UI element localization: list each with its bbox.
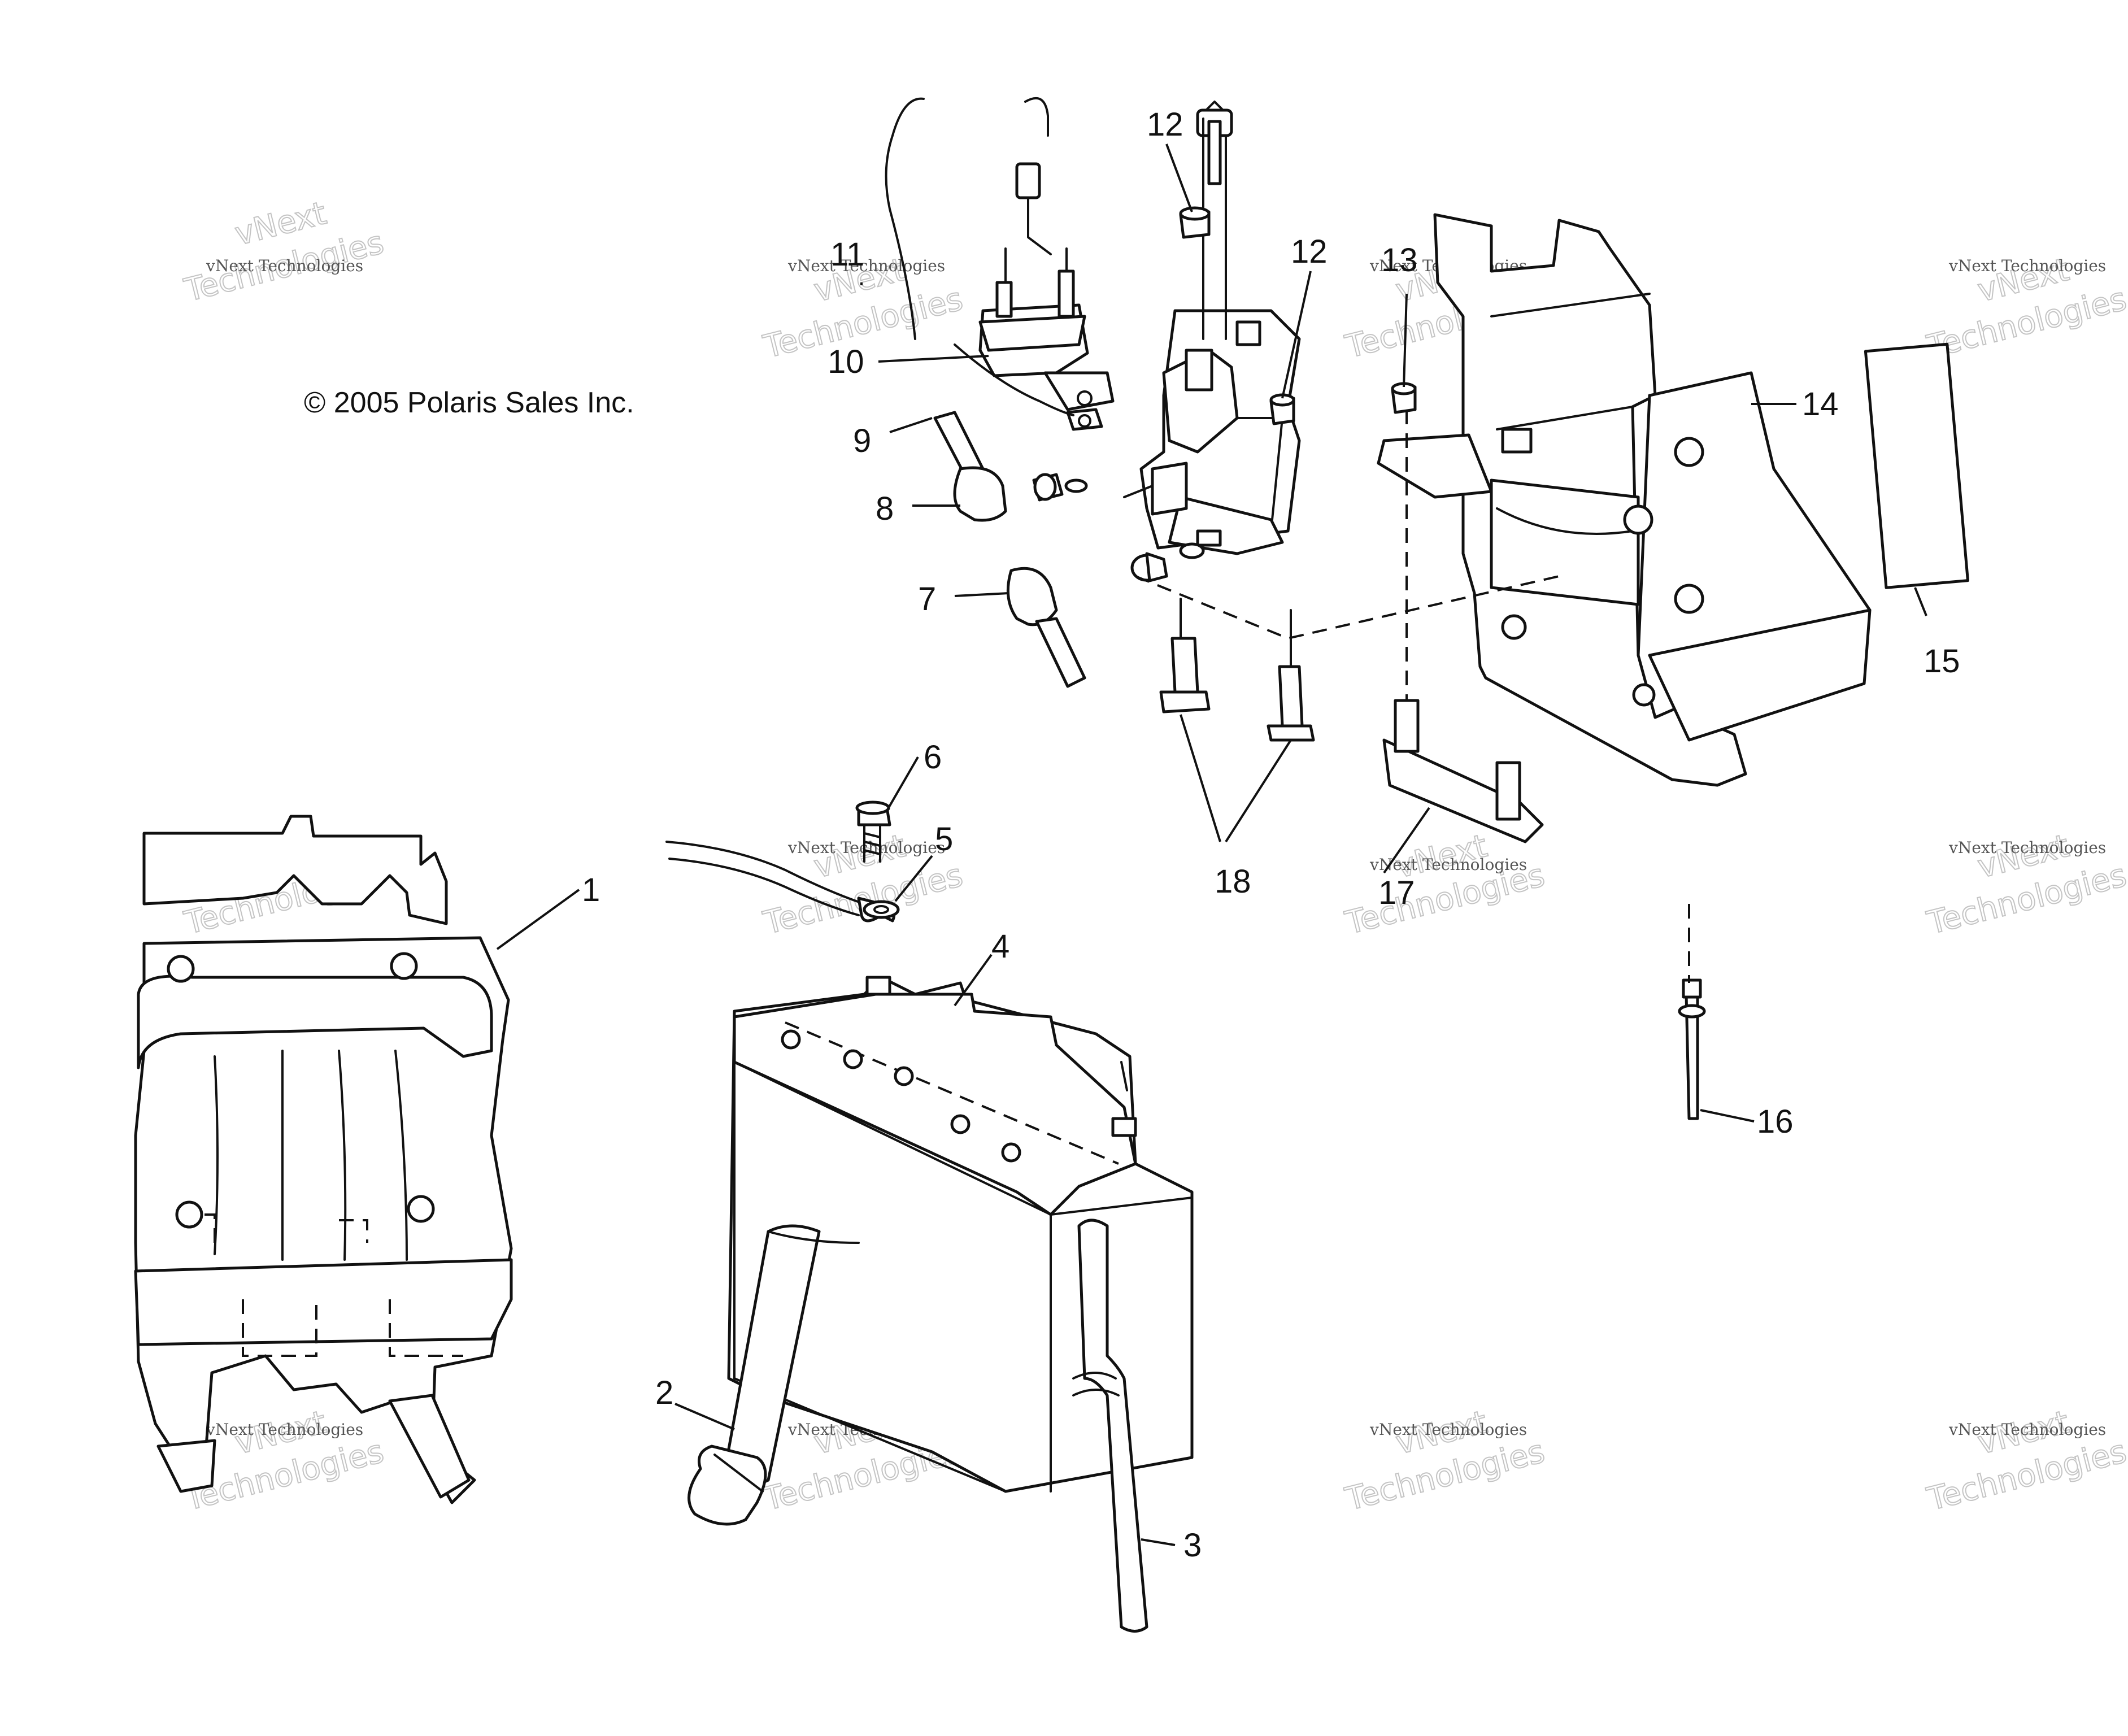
battery [727, 976, 1194, 1493]
nut-12-right [1269, 393, 1295, 425]
watermark-small: vNext Technologies [1948, 256, 2106, 275]
callout-17: 17 [1378, 874, 1415, 911]
callout-6: 6 [924, 739, 942, 776]
solenoid-lead-wire [1196, 101, 1233, 340]
bracket-plate [1382, 699, 1544, 843]
callout-8: 8 [876, 490, 894, 527]
copyright-text: © 2005 Polaris Sales Inc. [304, 386, 634, 419]
callout-16: 16 [1757, 1103, 1794, 1140]
battery-holder [134, 815, 513, 1504]
watermark-small: vNext Technologies [1948, 1420, 2106, 1439]
callout-9: 9 [853, 423, 871, 459]
callout-10: 10 [828, 343, 864, 380]
callout-14: 14 [1802, 386, 1839, 423]
guide-lines [1135, 410, 1690, 983]
watermark-small: vNext Technologies [206, 256, 363, 275]
callout-15: 15 [1924, 643, 1960, 680]
negative-cable [687, 1224, 860, 1526]
callout-13: 13 [1381, 242, 1418, 279]
callout-2: 2 [655, 1374, 673, 1411]
callout-12-right: 12 [1291, 233, 1328, 270]
callout-7: 7 [918, 581, 936, 617]
callout-1: 1 [582, 872, 600, 908]
bolts [1159, 598, 1315, 742]
cable-boot-8 [933, 411, 1007, 522]
solenoid [1123, 309, 1301, 555]
washer-9 [1064, 478, 1088, 493]
cable-boot-7 [1006, 542, 1205, 688]
watermark-small: vNext Technologies [1369, 855, 1527, 874]
mounting-block [978, 247, 1115, 431]
callout-5: 5 [935, 821, 953, 858]
nut-12-left [1032, 473, 1064, 502]
positive-cable [1072, 1219, 1148, 1633]
nut-12-top [1179, 206, 1211, 239]
nut-13 [1391, 382, 1417, 414]
callout-3: 3 [1183, 1527, 1202, 1564]
watermark-small: vNext Technologies [1369, 1420, 1527, 1439]
sensor-wire [885, 97, 1074, 416]
callout-18: 18 [1215, 863, 1251, 900]
rivet [1678, 978, 1706, 1120]
callout-11: 11 [830, 236, 864, 273]
callout-4: 4 [991, 928, 1009, 965]
watermark-small: vNext Technologies [787, 256, 945, 275]
callout-12-top: 12 [1147, 106, 1183, 143]
callouts: 1 2 3 4 5 6 7 8 9 10 11 12 12 13 14 15 1… [582, 106, 1960, 1564]
battery-box-bracket [1377, 213, 1872, 787]
battery-terminal [665, 841, 900, 923]
watermark-small: vNext Technologies [206, 1420, 363, 1439]
leader-lines [496, 143, 1927, 1546]
warning-label [1864, 342, 1969, 589]
watermark-small: vNext Technologies [1948, 838, 2106, 857]
